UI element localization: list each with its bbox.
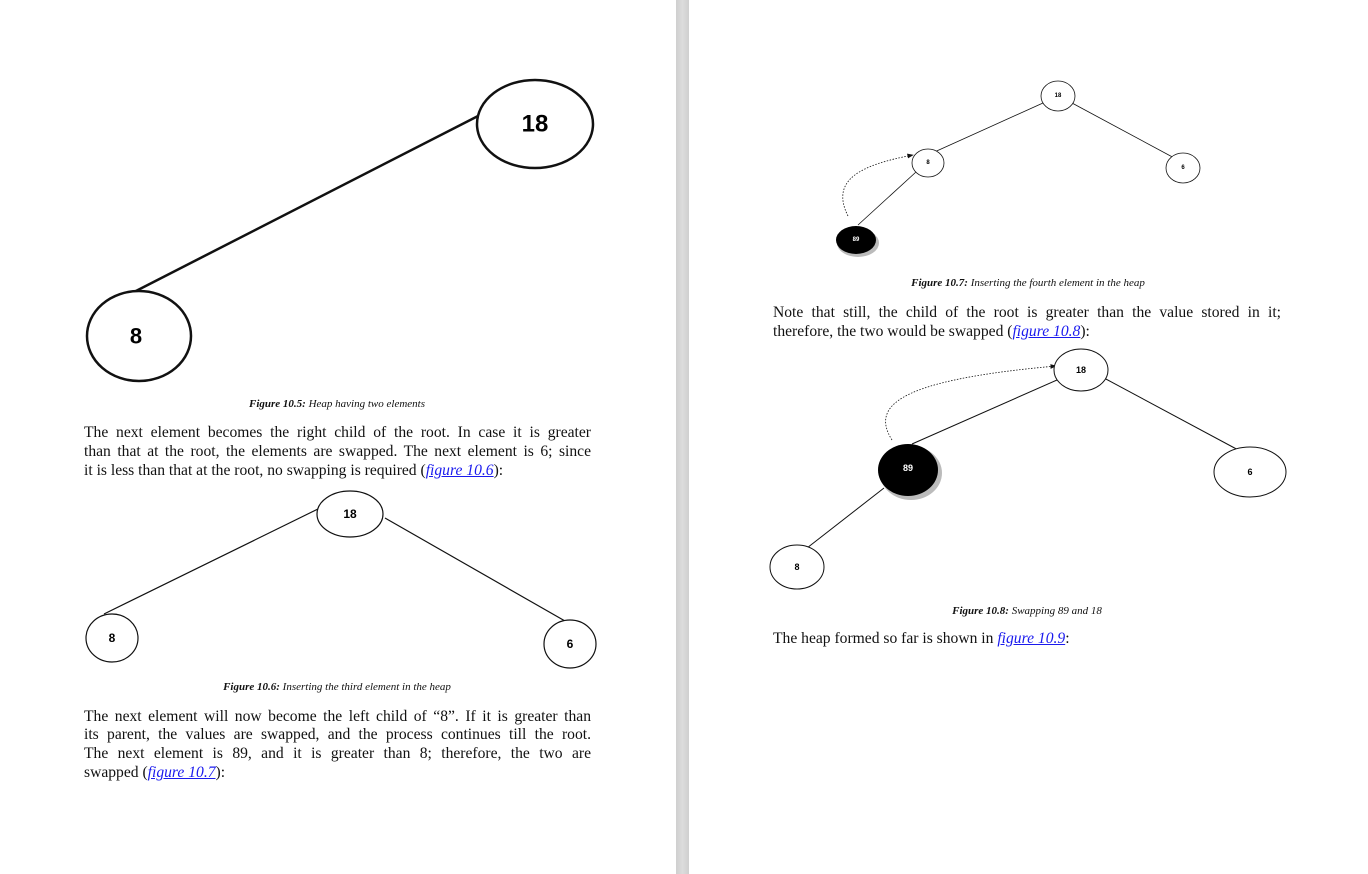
text: therefore, the two would be swapped (	[773, 323, 1013, 340]
text: ):	[1080, 323, 1090, 340]
node-label: 6	[1247, 467, 1252, 477]
node-label: 8	[926, 160, 930, 166]
right-page	[689, 0, 1368, 874]
node-8	[85, 613, 139, 663]
figure-10-7-link[interactable]: figure 10.7	[147, 764, 216, 781]
text: The heap formed so far is shown in	[773, 630, 998, 647]
figure-10-5-caption: Figure 10.5: Heap having two elements	[137, 398, 537, 410]
node-label: 18	[1055, 93, 1062, 99]
figure-10-8-link[interactable]: figure 10.8	[1012, 323, 1081, 340]
edge	[911, 379, 1058, 445]
caption-label: Figure 10.6:	[223, 681, 280, 693]
figure-10-6-caption: Figure 10.6: Inserting the third element…	[137, 681, 537, 693]
figure-10-5-diagram: 18 8	[85, 78, 595, 383]
edge	[806, 487, 885, 549]
edge	[384, 517, 566, 622]
node-6	[1165, 152, 1201, 184]
edge	[1071, 102, 1179, 161]
text: swapped (	[84, 764, 148, 781]
text: ):	[493, 462, 504, 479]
node-label: 89	[903, 463, 913, 473]
paragraph-line: its parent, the values are swapped, and …	[84, 726, 591, 743]
node-6	[1213, 446, 1287, 498]
paragraph-line: The next element will now become the lef…	[84, 708, 591, 725]
paragraph-line: The next element becomes the right child…	[84, 424, 591, 441]
caption-label: Figure 10.7:	[911, 277, 968, 289]
page-gutter	[676, 0, 689, 874]
edge	[103, 507, 321, 615]
edge	[133, 113, 481, 294]
figure-10-9-link[interactable]: figure 10.9	[997, 630, 1066, 647]
node-label: 8	[109, 631, 116, 645]
edge	[1103, 377, 1243, 453]
node-label: 18	[1076, 365, 1086, 375]
figure-10-8-diagram: 18 89 6 8	[769, 348, 1287, 590]
node-18	[1053, 348, 1109, 392]
text: ):	[215, 764, 226, 781]
swap-arrow	[842, 153, 914, 217]
text: :	[1065, 630, 1070, 647]
node-89	[878, 444, 938, 496]
figure-10-7-caption: Figure 10.7: Inserting the fourth elemen…	[828, 277, 1228, 289]
paragraph-line: The next element is 89, and it is greate…	[84, 745, 591, 762]
figure-10-8-caption: Figure 10.8: Swapping 89 and 18	[827, 605, 1227, 617]
node-6	[543, 619, 597, 669]
node-18	[316, 490, 384, 538]
figure-10-7-diagram: 18 8 6 89	[836, 80, 1201, 257]
node-18	[1040, 80, 1076, 112]
swap-arrow	[885, 364, 1057, 441]
figure-10-6-diagram: 18 8 6	[85, 490, 597, 669]
caption-text: Swapping 89 and 18	[1008, 605, 1102, 617]
paragraph-line: swapped (figure 10.7):	[84, 763, 225, 782]
node-8	[911, 148, 945, 178]
caption-text: Inserting the fourth element in the heap	[967, 277, 1145, 289]
paragraph-line: it is less than that at the root, no swa…	[84, 461, 503, 480]
node-label: 6	[1181, 165, 1185, 171]
node-label: 8	[130, 324, 142, 349]
node-label: 6	[567, 637, 574, 651]
caption-label: Figure 10.8:	[952, 605, 1009, 617]
paragraph-line: The heap formed so far is shown in figur…	[773, 629, 1070, 648]
node-label: 18	[522, 111, 549, 138]
node-label: 89	[853, 237, 860, 243]
node-8	[85, 289, 193, 383]
edge	[857, 171, 917, 226]
node-label: 18	[343, 507, 357, 521]
paragraph-line: therefore, the two would be swapped (fig…	[773, 322, 1090, 341]
node-18	[475, 78, 595, 170]
figure-10-6-link[interactable]: figure 10.6	[425, 462, 494, 479]
node-89	[836, 226, 876, 254]
edge	[929, 102, 1044, 155]
paragraph-line: than that at the root, the elements are …	[84, 443, 591, 460]
node-label: 8	[794, 562, 799, 572]
caption-text: Heap having two elements	[305, 398, 425, 410]
node-8	[769, 544, 825, 590]
caption-text: Inserting the third element in the heap	[279, 681, 451, 693]
caption-label: Figure 10.5:	[249, 398, 306, 410]
text: it is less than that at the root, no swa…	[84, 462, 426, 479]
paragraph-line: Note that still, the child of the root i…	[773, 304, 1281, 321]
